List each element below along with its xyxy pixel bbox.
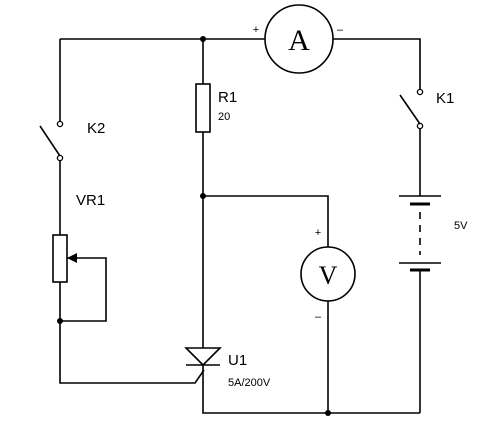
switch-k1: K1 <box>399 88 454 130</box>
ammeter-minus: – <box>337 24 344 36</box>
junctions <box>57 36 331 416</box>
top-wire-right <box>333 38 421 90</box>
wires <box>59 38 421 414</box>
ammeter-symbol: A <box>288 24 310 57</box>
rheostat-wiper-loop <box>60 257 107 322</box>
thyristor-triangle <box>184 347 222 367</box>
thyristor-u1: U1 5A/200V <box>184 347 271 389</box>
ammeter-plus: + <box>253 24 259 36</box>
resistor-r1: R1 20 <box>195 83 237 133</box>
voltmeter-plus: + <box>315 227 321 239</box>
switch-k1-label: K1 <box>436 90 454 107</box>
resistor-name: R1 <box>218 89 237 106</box>
switch-blade <box>39 125 61 157</box>
junction-dot <box>200 193 206 199</box>
junction-dot <box>57 318 63 324</box>
voltmeter-symbol: V <box>319 261 338 290</box>
switch-contact <box>416 122 424 130</box>
resistor-value: 20 <box>218 111 230 123</box>
switch-contact <box>56 120 64 128</box>
voltmeter-circle <box>300 246 356 302</box>
switch-k2-label: K2 <box>87 120 105 137</box>
voltmeter: V + – <box>300 227 356 323</box>
left-wire-bottom <box>59 282 205 384</box>
bottom-wire <box>202 365 420 414</box>
junction-dot <box>325 410 331 416</box>
thyristor-rating: 5A/200V <box>228 377 271 389</box>
ammeter-circle <box>264 4 334 74</box>
switch-k2: K2 <box>39 120 105 162</box>
thyristor-name: U1 <box>228 352 247 369</box>
rheostat-body <box>52 234 68 283</box>
rheostat-vr1: VR1 <box>52 192 105 283</box>
switch-contact <box>416 88 424 96</box>
junction-dot <box>200 36 206 42</box>
voltmeter-top-wire <box>203 195 329 247</box>
rheostat-arrow <box>67 253 77 263</box>
ammeter: A + – <box>253 4 344 74</box>
switch-contact <box>56 154 64 162</box>
resistor-body <box>195 83 211 133</box>
rheostat-label: VR1 <box>76 192 105 209</box>
voltmeter-minus: – <box>315 311 322 323</box>
switch-blade <box>399 94 421 125</box>
battery: 5V <box>399 195 468 272</box>
battery-value: 5V <box>454 220 468 232</box>
